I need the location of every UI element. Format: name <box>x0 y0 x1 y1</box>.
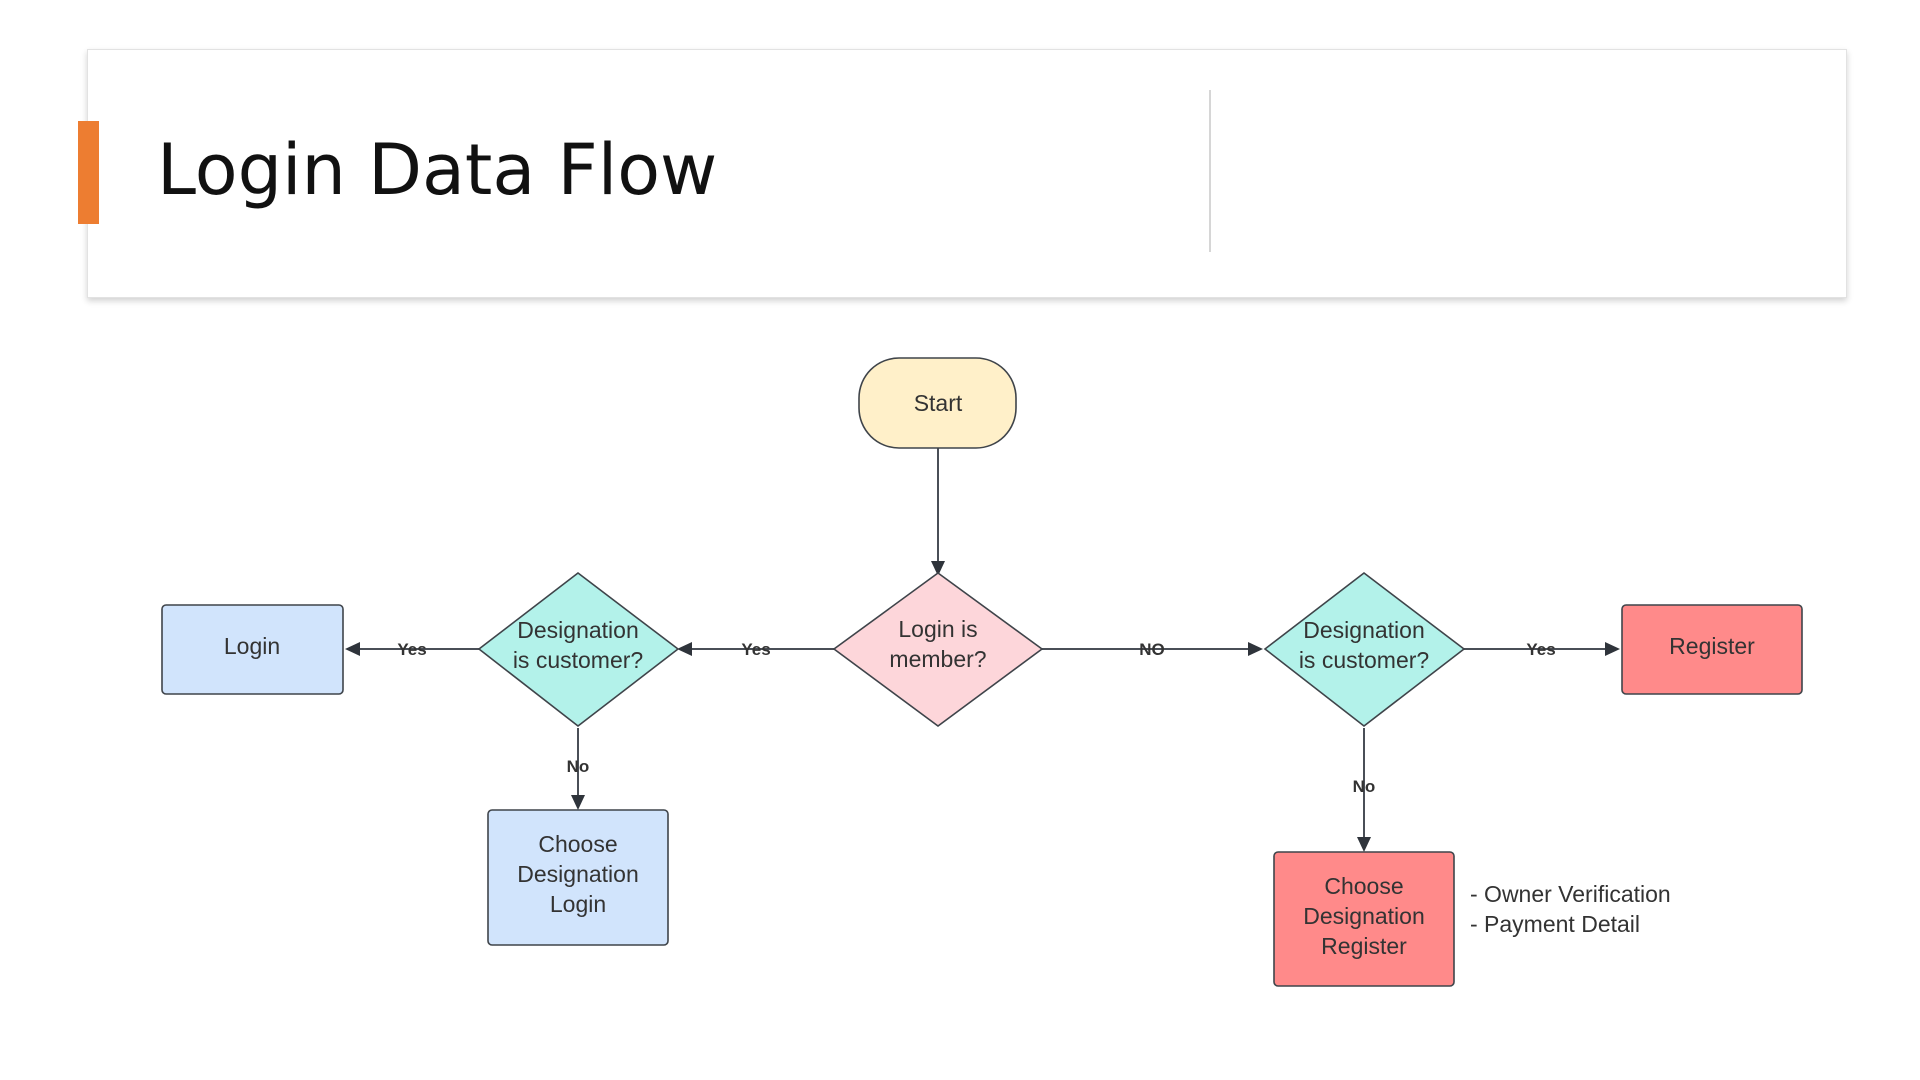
node-choose-register-line-2: Designation <box>1303 903 1424 929</box>
node-login-is-member-line-2: member? <box>889 646 986 672</box>
node-designation-left: Designation is customer? <box>477 571 680 728</box>
node-choose-register-line-1: Choose <box>1324 873 1403 899</box>
node-choose-login-line-1: Choose <box>538 831 617 857</box>
edge-member-to-left-decision: Yes <box>677 640 836 659</box>
edge-start-to-member <box>931 448 945 576</box>
node-designation-right: Designation is customer? <box>1263 571 1466 728</box>
node-register: Register <box>1621 604 1803 695</box>
title-divider <box>1209 90 1211 252</box>
node-login-label: Login <box>224 633 280 659</box>
node-start: Start <box>858 357 1017 449</box>
edge-label-member-yes: Yes <box>741 640 770 659</box>
node-designation-right-line-2: is customer? <box>1299 647 1429 673</box>
node-designation-right-line-1: Designation <box>1303 617 1424 643</box>
node-start-shape <box>858 357 1017 449</box>
node-start-label: Start <box>914 390 963 416</box>
edge-label-left-no: No <box>567 757 590 776</box>
node-designation-left-line-1: Designation <box>517 617 638 643</box>
node-login-is-member-line-1: Login is <box>898 616 977 642</box>
node-choose-register-line-3: Register <box>1321 933 1407 959</box>
edge-left-decision-to-login: Yes <box>345 640 481 659</box>
node-register-label: Register <box>1669 633 1755 659</box>
register-details-note: - Owner Verification - Payment Detail <box>1470 881 1671 937</box>
edge-label-right-no: No <box>1353 777 1376 796</box>
node-login-shape <box>161 604 344 695</box>
edge-right-decision-to-register: Yes <box>1464 640 1620 659</box>
node-login-is-member: Login is member? <box>832 572 1044 727</box>
title-accent-bar <box>78 121 99 224</box>
edge-right-decision-to-choose-register: No <box>1353 728 1376 852</box>
node-designation-left-shape <box>477 571 680 728</box>
node-designation-left-line-2: is customer? <box>513 647 643 673</box>
note-payment-detail: - Payment Detail <box>1470 911 1640 937</box>
node-login: Login <box>161 604 344 695</box>
title-card <box>87 49 1847 298</box>
edge-label-left-yes: Yes <box>397 640 426 659</box>
node-designation-right-shape <box>1263 571 1466 728</box>
note-owner-verification: - Owner Verification <box>1470 881 1671 907</box>
edge-member-to-right-decision: NO <box>1042 640 1263 659</box>
node-choose-login-line-3: Login <box>550 891 606 917</box>
edge-label-right-yes: Yes <box>1526 640 1555 659</box>
node-login-is-member-shape <box>832 572 1044 727</box>
node-choose-designation-login: Choose Designation Login <box>487 809 669 946</box>
slide-title: Login Data Flow <box>157 129 718 211</box>
node-choose-designation-login-shape <box>487 809 669 946</box>
node-register-shape <box>1621 604 1803 695</box>
node-choose-login-line-2: Designation <box>517 861 638 887</box>
edge-left-decision-to-choose-login: No <box>567 728 590 810</box>
edge-label-member-no: NO <box>1139 640 1165 659</box>
node-choose-designation-register-shape <box>1273 851 1455 987</box>
node-choose-designation-register: Choose Designation Register <box>1273 851 1455 987</box>
